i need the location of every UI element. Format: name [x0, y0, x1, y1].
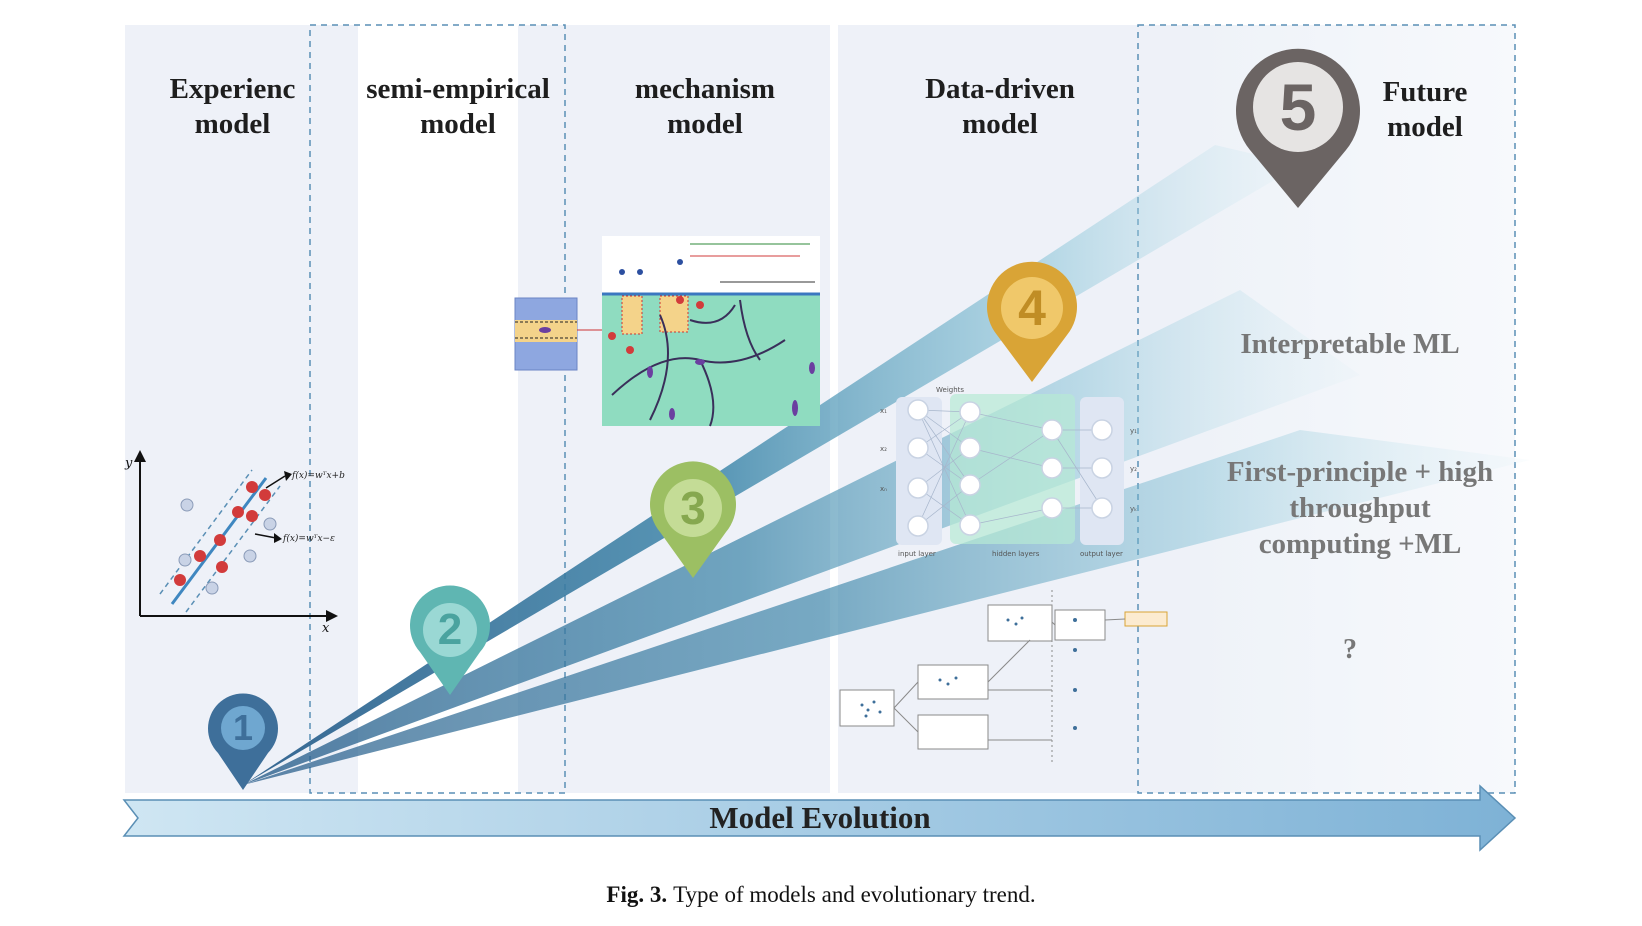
- svm-point: [178, 553, 192, 567]
- nn-weights-label: Weights: [936, 386, 964, 394]
- marker-1-number: 1: [232, 707, 254, 748]
- nn-node: [1091, 419, 1113, 441]
- svm-regression-plot: f(x)=wᵀx+b f(x)=wᵀx−ε y x: [124, 450, 345, 636]
- nn-node: [907, 437, 929, 459]
- marker-5-pin: [1236, 48, 1360, 208]
- mechanism-schematic: [514, 236, 820, 427]
- nn-node: [907, 477, 929, 499]
- marker-1-pin: [208, 693, 278, 790]
- nn-node: [959, 514, 981, 536]
- trend-unknown: ?: [1343, 634, 1357, 665]
- svm-y-label: y: [124, 456, 133, 471]
- decision-tree-points: [860, 616, 1077, 730]
- column-title-line: model: [420, 108, 496, 140]
- svm-point: [246, 510, 258, 522]
- svm-point: [216, 561, 228, 573]
- column-title-line: semi-empirical: [366, 73, 550, 105]
- svm-point: [194, 550, 206, 562]
- column-title-experience: Experienc model: [140, 72, 325, 142]
- nn-node: [907, 399, 929, 421]
- marker-4-number: 4: [1018, 280, 1046, 336]
- model-evolution-arrow: [122, 784, 1517, 852]
- nn-x1-label: x₁: [880, 407, 887, 415]
- svm-point: [263, 517, 277, 531]
- column-title-line: model: [962, 108, 1038, 140]
- nn-output-layer-label: output layer: [1080, 550, 1123, 558]
- svm-point: [259, 489, 271, 501]
- column-bg-semi-empirical: [310, 25, 358, 793]
- marker-2-number: 2: [437, 605, 463, 654]
- svm-f-lower: f(x)=wᵀx−ε: [282, 533, 335, 544]
- column-bg-experience: [125, 25, 310, 793]
- trend-line: throughput: [1289, 492, 1431, 524]
- marker-3-pin: [650, 461, 737, 578]
- svm-point: [205, 581, 219, 595]
- column-title-future: Future model: [1360, 75, 1490, 145]
- marker-5-number: 5: [1279, 70, 1317, 144]
- trend-interpretable-ml: Interpretable ML: [1240, 328, 1460, 360]
- nn-y1-label: y₁: [1130, 427, 1137, 435]
- nn-x2-label: x₂: [880, 445, 887, 453]
- neural-network: Weights x₁ x₂ xₙ y₁ y₂ yₖ input layer hi…: [880, 386, 1137, 558]
- column-title-data-driven: Data-driven model: [880, 72, 1120, 142]
- trend-line: computing +ML: [1258, 528, 1462, 560]
- marker-2-pin: [410, 585, 490, 695]
- trend-line: First-principle + high: [1226, 456, 1494, 488]
- nn-xn-label: xₙ: [880, 485, 887, 493]
- column-title-line: Data-driven: [925, 73, 1075, 105]
- svm-point: [174, 574, 186, 586]
- nn-node: [1041, 497, 1063, 519]
- column-title-mechanism: mechanism model: [600, 72, 810, 142]
- column-title-line: model: [667, 108, 743, 140]
- nn-node: [959, 401, 981, 423]
- nn-input-layer-label: input layer: [898, 550, 936, 558]
- figure-caption: Fig. 3.Type of models and evolutionary t…: [0, 882, 1642, 908]
- svm-point: [232, 506, 244, 518]
- nn-input-panel: [896, 397, 942, 545]
- nn-node: [1041, 457, 1063, 479]
- dashed-box-semi-empirical: [309, 24, 566, 794]
- nn-yk-label: yₖ: [1130, 505, 1137, 513]
- svm-f-upper: f(x)=wᵀx+b: [291, 470, 345, 481]
- trend-first-principle: First-principle + high throughput comput…: [1205, 454, 1515, 562]
- nn-node: [959, 437, 981, 459]
- caption-label: Fig. 3.: [606, 882, 668, 907]
- nn-node: [1041, 419, 1063, 441]
- nn-node: [1091, 497, 1113, 519]
- svm-x-label: x: [322, 621, 330, 636]
- marker-3-number: 3: [680, 482, 706, 534]
- nn-node: [1091, 457, 1113, 479]
- caption-text: Type of models and evolutionary trend.: [673, 882, 1036, 907]
- nn-y2-label: y₂: [1130, 465, 1137, 473]
- column-title-semi-empirical: semi-empirical model: [348, 72, 568, 142]
- column-title-line: model: [1387, 111, 1463, 143]
- svm-point: [246, 481, 258, 493]
- svm-point: [180, 498, 194, 512]
- svm-point: [214, 534, 226, 546]
- model-evolution-label: Model Evolution: [709, 800, 931, 835]
- svm-point: [243, 549, 257, 563]
- decision-tree-sketch: [839, 590, 1168, 765]
- column-title-line: model: [194, 108, 271, 140]
- column-title-line: Experienc: [169, 73, 296, 105]
- column-title-line: mechanism: [634, 73, 776, 105]
- nn-hidden-layers-label: hidden layers: [992, 550, 1040, 558]
- nn-node: [907, 515, 929, 537]
- column-title-line: Future: [1382, 76, 1468, 108]
- marker-4-pin: [987, 261, 1077, 382]
- nn-node: [959, 474, 981, 496]
